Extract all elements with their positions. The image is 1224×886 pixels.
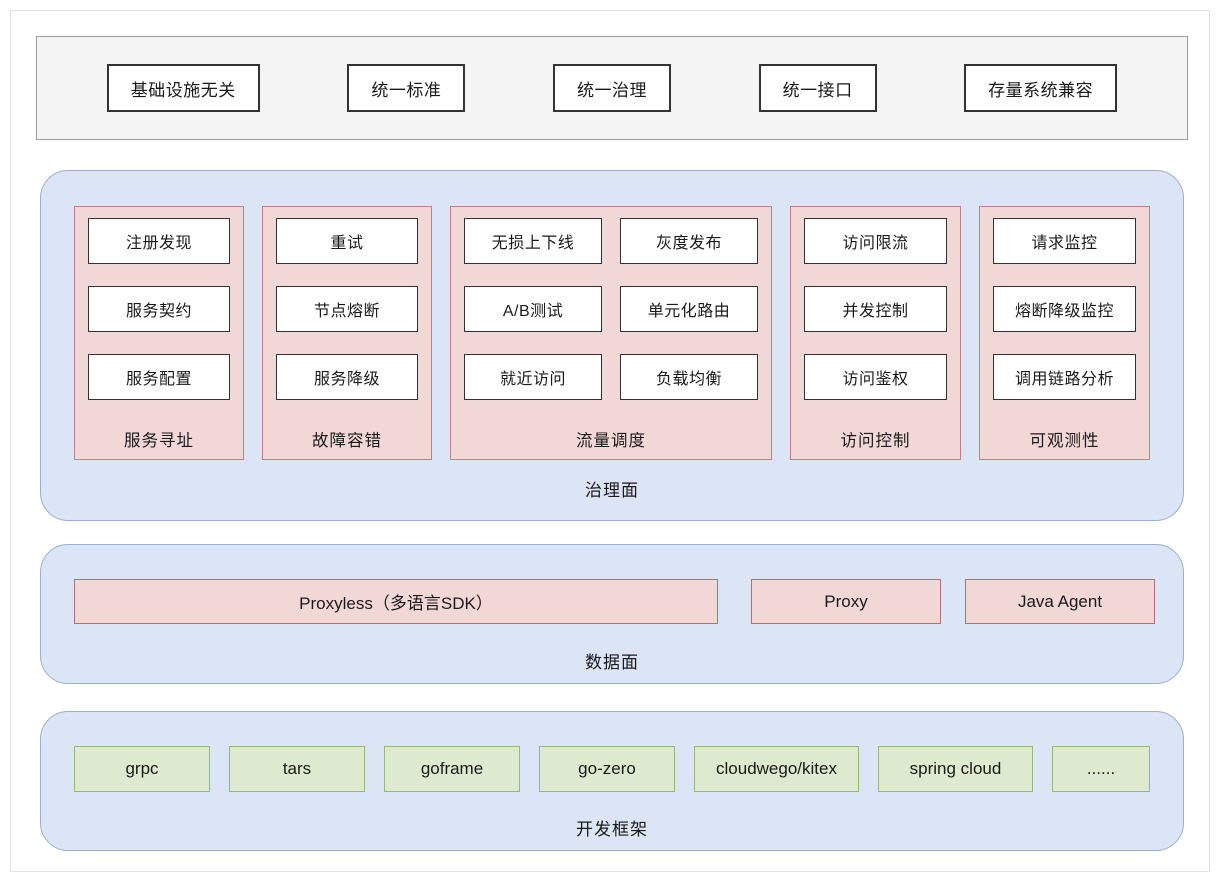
governance-item-label: 访问鉴权	[842, 371, 909, 388]
governance-group-traffic-scheduling: 无损上下线 灰度发布 A/B测试 单元化路由 就近访问 负载	[450, 206, 772, 460]
governance-item-label: 调用链路分析	[1014, 371, 1114, 388]
framework-box-row: grpc tars goframe go-zero cloudwego/kite…	[74, 746, 1150, 792]
principle-box: 存量系统兼容	[964, 64, 1118, 112]
framework-box-label: go-zero	[578, 759, 636, 778]
dataplane-box-label: Java Agent	[1017, 591, 1103, 611]
framework-box-tars: tars	[229, 746, 365, 792]
governance-item-label: 单元化路由	[647, 303, 731, 320]
governance-item: 就近访问	[464, 354, 602, 400]
framework-box-label: cloudwego/kitex	[716, 759, 837, 778]
governance-item-label: 服务降级	[313, 371, 380, 388]
governance-item: 熔断降级监控	[993, 286, 1136, 332]
principle-label: 统一标准	[371, 80, 442, 100]
governance-item: 节点熔断	[276, 286, 418, 332]
principles-band: 基础设施无关 统一标准 统一治理 统一接口 存量系统兼容	[36, 36, 1188, 140]
governance-group-service-addressing: 注册发现 服务契约 服务配置 服务寻址	[74, 206, 244, 460]
dataplane-box-java-agent: Java Agent	[965, 579, 1155, 624]
principle-box: 统一接口	[758, 64, 877, 112]
governance-group-access-control: 访问限流 并发控制 访问鉴权 访问控制	[790, 206, 961, 460]
governance-item: 灰度发布	[620, 218, 758, 264]
dataplane-box-proxy: Proxy	[751, 579, 941, 624]
framework-box-grpc: grpc	[74, 746, 210, 792]
framework-box-label: spring cloud	[909, 759, 1002, 778]
governance-item: 访问鉴权	[804, 354, 947, 400]
governance-item: 并发控制	[804, 286, 947, 332]
governance-group-label: 服务寻址	[124, 432, 194, 450]
governance-item-label: 注册发现	[125, 235, 192, 252]
framework-box-label: grpc	[125, 759, 159, 778]
governance-group-label: 可观测性	[1029, 432, 1100, 450]
governance-group-observability: 请求监控 熔断降级监控 调用链路分析 可观测性	[979, 206, 1150, 460]
governance-item: 服务降级	[276, 354, 418, 400]
governance-layer-label: 治理面	[585, 481, 639, 500]
governance-item-list: 请求监控 熔断降级监控 调用链路分析	[993, 218, 1136, 400]
governance-item-label: 服务配置	[125, 371, 192, 388]
governance-item: 重试	[276, 218, 418, 264]
governance-item: 服务配置	[88, 354, 230, 400]
framework-box-goframe: goframe	[384, 746, 520, 792]
governance-item: 服务契约	[88, 286, 230, 332]
governance-item-label: 负载均衡	[655, 371, 722, 388]
governance-item: 请求监控	[993, 218, 1136, 264]
framework-box-cloudwego-kitex: cloudwego/kitex	[694, 746, 859, 792]
governance-item-label: 就近访问	[499, 371, 566, 388]
governance-item: 单元化路由	[620, 286, 758, 332]
governance-item-label: 访问限流	[842, 235, 909, 252]
governance-item-label: 服务契约	[125, 303, 192, 320]
governance-group-fault-tolerance: 重试 节点熔断 服务降级 故障容错	[262, 206, 432, 460]
principle-label: 统一治理	[576, 80, 647, 100]
principle-label: 基础设施无关	[130, 80, 236, 100]
governance-item-label: 灰度发布	[655, 235, 722, 252]
dataplane-layer: Proxyless（多语言SDK） Proxy Java Agent 数据面	[40, 544, 1184, 684]
governance-item-list: 注册发现 服务契约 服务配置	[88, 218, 230, 400]
governance-item: 访问限流	[804, 218, 947, 264]
dataplane-box-label: Proxy	[824, 591, 868, 611]
governance-item-label: 重试	[330, 235, 364, 252]
framework-layer: grpc tars goframe go-zero cloudwego/kite…	[40, 711, 1184, 851]
governance-item-label: 节点熔断	[313, 303, 380, 320]
dataplane-layer-label: 数据面	[585, 653, 639, 672]
governance-item-label: 并发控制	[842, 303, 909, 320]
governance-group-row: 注册发现 服务契约 服务配置 服务寻址 重试	[74, 206, 1150, 460]
framework-box-go-zero: go-zero	[539, 746, 675, 792]
governance-item-label: 无损上下线	[491, 235, 575, 252]
framework-layer-label: 开发框架	[576, 820, 648, 839]
governance-item-list: 无损上下线 灰度发布 A/B测试 单元化路由 就近访问 负载	[464, 218, 758, 400]
framework-box-label: ......	[1086, 759, 1116, 778]
dataplane-box-label: Proxyless（多语言SDK）	[299, 594, 493, 613]
governance-layer: 注册发现 服务契约 服务配置 服务寻址 重试	[40, 170, 1184, 521]
governance-item: 无损上下线	[464, 218, 602, 264]
governance-item: 负载均衡	[620, 354, 758, 400]
governance-item-list: 访问限流 并发控制 访问鉴权	[804, 218, 947, 400]
governance-item-label: 请求监控	[1031, 235, 1098, 252]
dataplane-box-proxyless: Proxyless（多语言SDK）	[74, 579, 718, 624]
governance-group-label: 故障容错	[312, 432, 382, 450]
dataplane-box-row: Proxyless（多语言SDK） Proxy Java Agent	[74, 579, 1155, 624]
governance-item-label: 熔断降级监控	[1014, 303, 1114, 320]
principle-box: 基础设施无关	[106, 64, 260, 112]
governance-item-label: A/B测试	[502, 303, 564, 320]
governance-group-label: 访问控制	[840, 432, 911, 450]
governance-item: 注册发现	[88, 218, 230, 264]
principle-box: 统一治理	[552, 64, 671, 112]
principle-box: 统一标准	[347, 64, 466, 112]
principle-label: 统一接口	[782, 80, 853, 100]
governance-item: 调用链路分析	[993, 354, 1136, 400]
framework-box-more: ......	[1052, 746, 1150, 792]
principle-label: 存量系统兼容	[988, 80, 1094, 100]
governance-item: A/B测试	[464, 286, 602, 332]
framework-box-spring-cloud: spring cloud	[878, 746, 1033, 792]
framework-box-label: goframe	[420, 759, 484, 778]
governance-item-list: 重试 节点熔断 服务降级	[276, 218, 418, 400]
governance-group-label: 流量调度	[576, 432, 646, 450]
framework-box-label: tars	[282, 759, 312, 778]
